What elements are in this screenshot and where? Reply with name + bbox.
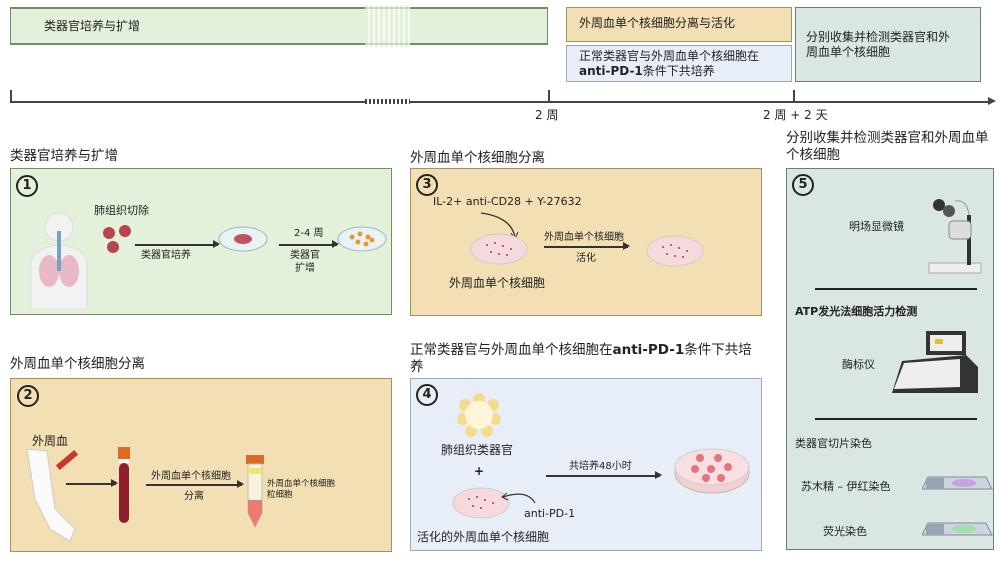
divider-1: [815, 288, 977, 290]
petri-dish-coculture-icon: [674, 448, 750, 494]
lung-resection-label: 肺组织切除: [94, 204, 149, 217]
plate-reader-label: 酶标仪: [842, 358, 875, 371]
human-lungs-icon: [30, 212, 88, 309]
tick-2w: [548, 90, 550, 102]
step-number-2: 2: [17, 385, 39, 407]
timeline-axis: [10, 101, 990, 103]
panel5-title: 分别收集并检测类器官和外周血单个核细胞: [786, 130, 989, 163]
arrow-coculture: [546, 472, 662, 478]
timeline-arrowhead-icon: [988, 97, 996, 105]
tick-label-2w: 2 周: [535, 108, 559, 122]
timeline-bar-coculture: 正常类器官与外周血单个核细胞在anti-PD-1条件下共培养: [566, 45, 792, 82]
timeline-bar-detect: 分别收集并检测类器官和外周血单个核细胞: [795, 7, 981, 82]
atp-assay-label: ATP发光法细胞活力检测: [795, 305, 918, 318]
plate-reader-icon: [892, 331, 978, 393]
panel4-title: 正常类器官与外周血单个核细胞在anti-PD-1条件下共培养: [410, 342, 752, 375]
section-staining-label: 类器官切片染色: [795, 437, 872, 450]
timeline-gap: [365, 5, 410, 47]
organoid-label: 肺组织类器官: [441, 443, 514, 457]
panel4-box: 4 肺组织类器官 + anti-PD-1 活化的外周血单个核细胞 共培养48小时: [410, 378, 762, 551]
reagents-label: IL-2+ anti-CD28 + Y-27632: [433, 195, 582, 208]
activated-pbmc-label: 活化的外周血单个核细胞: [417, 530, 550, 544]
petri-dish-activated-pbmc-icon: [452, 487, 510, 519]
timeline-detect-label: 分别收集并检测类器官和外周血单个核细胞: [806, 30, 951, 59]
step-number-3: 3: [416, 174, 438, 196]
timeline-gap-axis: [365, 99, 410, 104]
panel3-title: 外周血单个核细胞分离: [410, 150, 545, 166]
fluorescence-slide-icon: [922, 522, 993, 536]
tick-start: [10, 90, 12, 102]
arm-syringe-icon: [26, 449, 79, 542]
culture-label: 类器官培养: [141, 250, 191, 261]
duration-label: 2-4 周: [294, 228, 324, 239]
panel2-title: 外周血单个核细胞分离: [10, 356, 145, 372]
step-number-1: 1: [16, 175, 38, 197]
divider-2: [815, 418, 977, 420]
petri-dish-tissue-icon: [218, 226, 268, 252]
panel1-title: 类器官培养与扩增: [10, 148, 118, 164]
timeline-bar-organoid: 类器官培养与扩增: [10, 7, 548, 45]
arrow-separation: [146, 481, 244, 487]
petri-dish-pbmc-icon: [470, 233, 528, 265]
microscope-icon: [928, 199, 982, 274]
panel1-box: 1 肺组织切除 类器官培养 2-4 周 类器官扩增: [10, 168, 392, 315]
arrow-activation: [544, 243, 630, 249]
timeline-organoid-label: 类器官培养与扩增: [44, 19, 141, 33]
he-slide-icon: [922, 476, 993, 490]
separation-label-top: 外周血单个核细胞: [151, 471, 231, 482]
tissue-pieces-icon: [103, 225, 131, 253]
tube-label-pbmc: 外周血单个核细胞: [267, 479, 336, 489]
peripheral-blood-label: 外周血: [32, 434, 69, 448]
expansion-label: 类器官扩增: [290, 250, 320, 274]
arrow-culture: [135, 241, 220, 247]
lung-organoid-icon: [457, 393, 501, 437]
arrow-expansion: [279, 241, 339, 247]
petri-dish-organoids-icon: [337, 226, 387, 252]
panel2-box: 2 外周血 外周血单个核细胞 分离 外周血单个核细胞 粒细胞: [10, 378, 392, 552]
activation-label-bottom: 活化: [576, 253, 596, 264]
step-number-4: 4: [416, 384, 438, 406]
activation-label-top: 外周血单个核细胞: [544, 232, 624, 243]
he-staining-label: 苏木精 – 伊红染色: [801, 480, 891, 493]
blood-tube-icon: [118, 447, 130, 523]
panel3-box: 3 IL-2+ anti-CD28 + Y-27632 外周血单个核细胞 外周血…: [410, 168, 762, 316]
arrow-draw: [66, 480, 118, 486]
timeline-bar-pbmc: 外周血单个核细胞分离与活化: [566, 7, 792, 42]
panel5-box: 5 明场显微镜 ATP发光法细胞活力检测 酶标仪 类器官切片染色 苏木精 – 伊…: [786, 168, 994, 550]
coculture-label: 共培养48小时: [569, 461, 632, 472]
timeline-coculture-label: 正常类器官与外周血单个核细胞在anti-PD-1条件下共培养: [579, 49, 760, 78]
curved-arrow-antibody-icon: [501, 492, 536, 504]
petri-dish-activated-icon: [646, 235, 704, 267]
fluorescence-staining-label: 荧光染色: [823, 525, 867, 538]
pbmc-dish-label: 外周血单个核细胞: [449, 276, 546, 290]
centrifuge-tube-icon: [246, 455, 264, 529]
separation-label-bottom: 分离: [184, 491, 204, 502]
plus-sign: +: [474, 464, 485, 478]
microscope-label: 明场显微镜: [849, 220, 904, 233]
step-number-5: 5: [792, 174, 814, 196]
antibody-label: anti-PD-1: [524, 507, 576, 520]
tube-label-granulocyte: 粒细胞: [267, 490, 293, 500]
timeline-pbmc-label: 外周血单个核细胞分离与活化: [579, 16, 736, 30]
tick-label-2w2d: 2 周 + 2 天: [763, 108, 828, 122]
tick-2w2d: [793, 90, 795, 102]
